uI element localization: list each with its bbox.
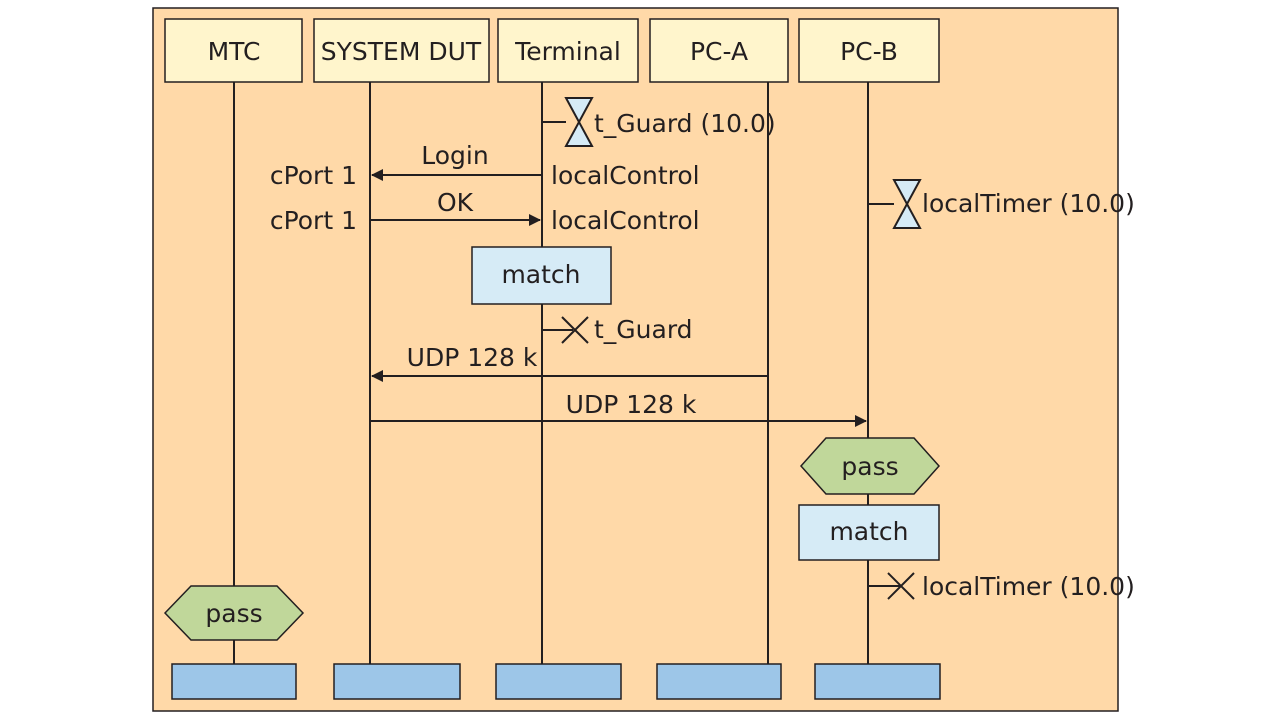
match-label-pc-b: match <box>829 517 908 546</box>
timer-start-t-guard: t_Guard (10.0) <box>542 97 776 147</box>
port-label-cport-1-ok: cPort 1 <box>270 206 357 235</box>
message-udp-pc-b: UDP 128 k <box>370 390 867 427</box>
timer-label-local-timer-stop: localTimer (10.0) <box>922 572 1135 601</box>
timer-start-local-timer: localTimer (10.0) <box>868 179 1135 229</box>
lifeline-footer-terminal <box>495 663 622 700</box>
lifeline-label-terminal: Terminal <box>514 37 621 66</box>
lifeline-header-terminal: Terminal <box>497 18 639 83</box>
port-label-cport-1-login: cPort 1 <box>270 161 357 190</box>
lifeline-footer-pc-b <box>814 663 941 700</box>
message-label-login: Login <box>421 141 488 170</box>
lifeline-footer-system-dut <box>333 663 461 700</box>
lifeline-footer-mtc <box>171 663 297 700</box>
lifeline-header-pc-a: PC-A <box>649 18 789 83</box>
verdict-pass-pc-b: pass <box>799 437 941 495</box>
timer-stop-local-timer: localTimer (10.0) <box>868 572 1135 601</box>
terminal-port-label-ok: localControl <box>551 206 700 235</box>
match-label-terminal: match <box>501 260 580 289</box>
message-ok: OK <box>370 188 541 226</box>
timer-label-local-timer-start: localTimer (10.0) <box>922 189 1135 218</box>
message-udp-pc-a: UDP 128 k <box>371 343 768 382</box>
match-box-pc-b: match <box>798 504 940 561</box>
lifeline-label-system-dut: SYSTEM DUT <box>321 37 482 66</box>
lifeline-header-mtc: MTC <box>164 18 303 83</box>
lifeline-label-pc-a: PC-A <box>690 37 748 66</box>
message-login: Login <box>371 141 542 181</box>
match-box-terminal: match <box>471 246 612 305</box>
verdict-label-pc-b: pass <box>841 452 898 481</box>
lifeline-label-mtc: MTC <box>208 37 261 66</box>
lifeline-footer-pc-a <box>656 663 782 700</box>
message-label-udp-pc-a: UDP 128 k <box>407 343 538 372</box>
verdict-label-mtc: pass <box>205 599 262 628</box>
diagram-frame <box>152 7 1119 712</box>
timer-label-t-guard-start: t_Guard (10.0) <box>594 109 776 138</box>
terminal-port-label-login: localControl <box>551 161 700 190</box>
verdict-pass-mtc: pass <box>163 585 305 641</box>
lifeline-header-pc-b: PC-B <box>798 18 940 83</box>
lifeline-label-pc-b: PC-B <box>840 37 898 66</box>
timer-stop-t-guard: t_Guard <box>542 315 693 344</box>
timer-label-t-guard-stop: t_Guard <box>594 315 693 344</box>
message-label-udp-pc-b: UDP 128 k <box>566 390 697 419</box>
lifeline-header-system-dut: SYSTEM DUT <box>313 18 490 83</box>
message-label-ok: OK <box>437 188 474 217</box>
